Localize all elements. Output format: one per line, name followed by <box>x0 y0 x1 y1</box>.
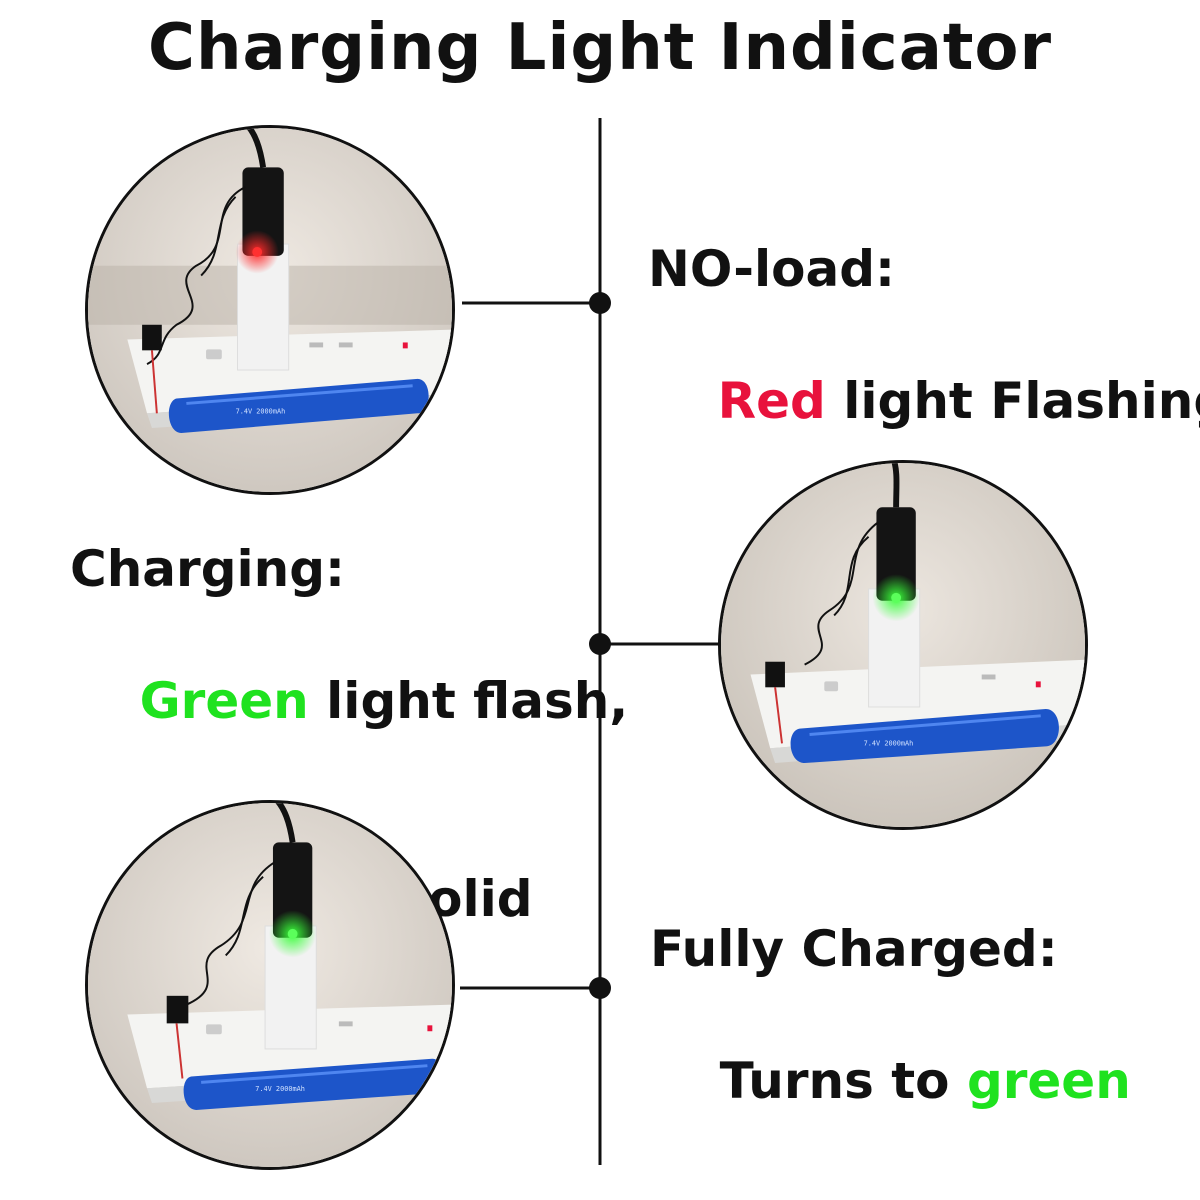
charger-illustration: 7.4V 2000mAh <box>88 803 452 1167</box>
charging-description-1: light flash, <box>308 672 629 730</box>
fully-charged-color-word: green <box>966 1052 1131 1110</box>
svg-text:7.4V 2000mAh: 7.4V 2000mAh <box>236 407 286 415</box>
photo-fully-charged: 7.4V 2000mAh <box>85 800 455 1170</box>
no-load-color-word: Red <box>717 372 826 430</box>
charger-illustration: 7.4V 2000mAh <box>721 463 1085 827</box>
photo-charging: 7.4V 2000mAh <box>718 460 1088 830</box>
charging-heading: Charging: <box>70 540 345 598</box>
timeline-dot-3 <box>589 977 611 999</box>
fully-charged-description: Turns to <box>719 1052 967 1110</box>
page-title: Charging Light Indicator <box>147 11 1053 85</box>
charging-color-word-green: Green <box>139 672 309 730</box>
fully-charged-heading: Fully Charged: <box>650 920 1058 978</box>
no-load-description: light Flashing <box>825 372 1200 430</box>
charger-illustration: 7.4V 2000mAh <box>88 128 452 492</box>
photo-no-load: 7.4V 2000mAh <box>85 125 455 495</box>
caption-no-load: NO-load: Red light Flashing <box>648 236 1200 500</box>
caption-fully-charged: Fully Charged: Turns to green <box>650 916 1131 1180</box>
svg-text:7.4V 2000mAh: 7.4V 2000mAh <box>864 739 914 747</box>
no-load-heading: NO-load: <box>648 240 896 298</box>
timeline-dot-2 <box>589 633 611 655</box>
timeline-dot-1 <box>589 292 611 314</box>
svg-text:7.4V 2000mAh: 7.4V 2000mAh <box>255 1085 305 1093</box>
